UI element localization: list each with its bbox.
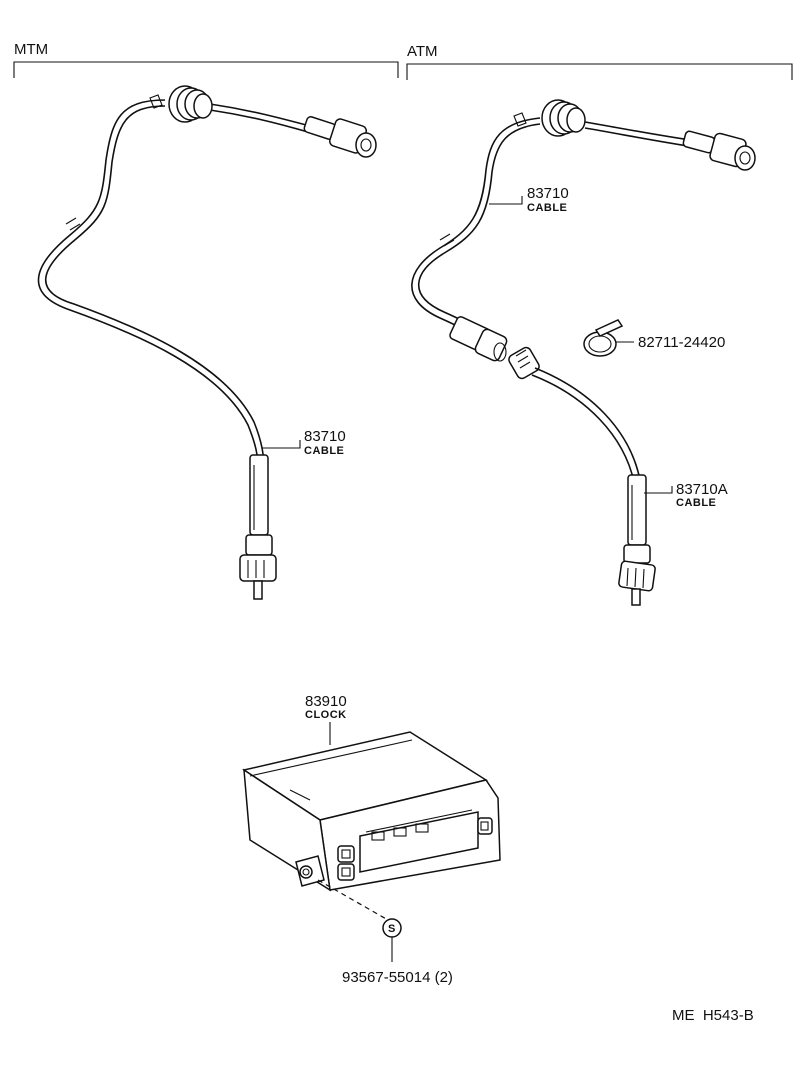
clock-drawing xyxy=(242,731,501,962)
header-atm: ATM xyxy=(407,43,438,60)
label-mtm-cable-name: CABLE xyxy=(304,445,344,457)
atm-upper-cable-drawing xyxy=(411,99,756,362)
bracket-mtm xyxy=(13,61,399,78)
label-screw-number: 93567-55014 (2) xyxy=(342,969,453,986)
mtm-cable-drawing xyxy=(37,85,377,600)
header-mtm: MTM xyxy=(14,41,48,58)
label-mtm-cable-number: 83710 xyxy=(304,428,346,445)
diagram-code: ME H543-B xyxy=(672,1007,754,1024)
label-clock-number: 83910 xyxy=(305,693,347,710)
screw-symbol: S xyxy=(388,923,396,935)
label-atm-lower-cable-number: 83710A xyxy=(676,481,728,498)
label-atm-upper-cable-name: CABLE xyxy=(527,202,567,214)
label-atm-clamp-number: 82711-24420 xyxy=(638,334,725,351)
label-atm-upper-cable-number: 83710 xyxy=(527,185,569,202)
label-atm-lower-cable-name: CABLE xyxy=(676,497,716,509)
atm-clamp-drawing xyxy=(583,319,634,357)
label-clock-name: CLOCK xyxy=(305,709,347,721)
atm-lower-cable-drawing xyxy=(508,346,673,606)
bracket-atm xyxy=(406,63,793,80)
